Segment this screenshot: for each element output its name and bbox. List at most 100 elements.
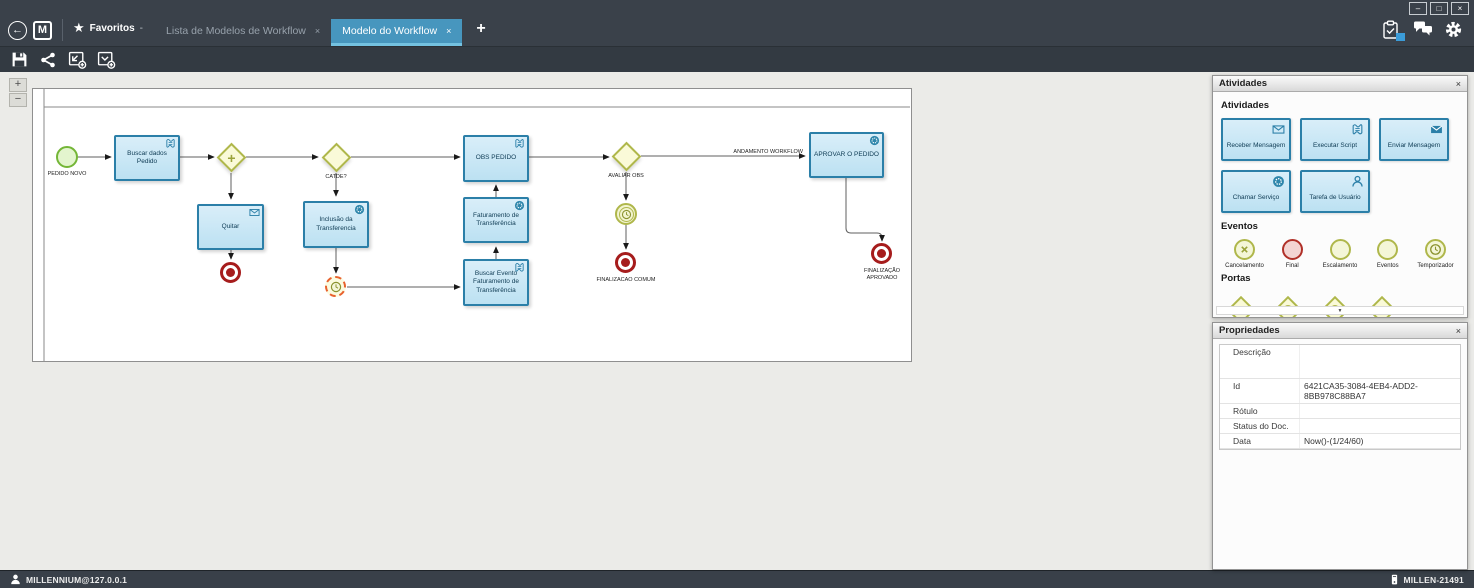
notification-badge [1396,33,1405,41]
palette-panel: Atividades × Atividades Receber Mensagem… [1212,75,1468,318]
zoom-in-button[interactable]: + [9,78,27,92]
palette-item-escalamento[interactable]: Escalamento [1317,239,1364,269]
palette-item-label: Escalamento [1322,263,1358,269]
share-icon [41,52,55,67]
property-value-data[interactable]: Now()-(1/24/60) [1304,436,1364,446]
end-event-quitar[interactable] [220,262,241,283]
task-aprovar-pedido[interactable]: APROVAR O PEDIDO [809,132,884,178]
script-icon [515,262,524,272]
save-button[interactable] [9,50,29,70]
status-user: MILLENNIUM@127.0.0.1 [10,574,127,585]
diagram-edges [43,89,910,361]
palette-item-temporizador[interactable]: Temporizador [1412,239,1459,269]
events-row: Cancelamento Final Escalamento Eventos [1221,239,1459,269]
palette-item-executar-script[interactable]: Executar Script [1300,118,1370,161]
task-label: Buscar Evento Faturamento de Transferênc… [473,269,519,294]
zoom-out-button[interactable]: − [9,93,27,107]
palette-item-label: Final [1285,263,1299,269]
palette-item-chamar-servico[interactable]: Chamar Serviço [1221,170,1291,213]
property-value-rotulo[interactable] [1300,404,1460,418]
tab-close-icon[interactable]: × [314,26,321,36]
end-core [226,268,235,277]
workflow-diagram[interactable]: PEDIDO NOVO Buscar dados Pedido + Quitar… [32,88,912,362]
task-label: Buscar dados Pedido [127,149,167,165]
share-button[interactable] [38,50,58,70]
event-icon [1377,239,1399,260]
minimize-button[interactable]: – [1409,2,1427,15]
chat-button[interactable] [1413,20,1433,40]
titlebar: – □ × ← M ★ Favoritos - Lista de Modelos… [0,0,1474,46]
favorites-label: Favoritos [89,22,135,34]
task-obs-pedido[interactable]: OBS PEDIDO [463,135,529,182]
timer-event-icon [1425,239,1446,260]
tasks-clipboard-button[interactable] [1382,20,1405,41]
section-eventos-title: Eventos [1221,221,1258,232]
header-actions [1382,20,1464,41]
end-event-comum[interactable] [615,252,636,273]
gateway-avaliar-label: AVALIAR OBS [608,173,644,179]
clipboard-icon [1383,20,1398,39]
zoom-fit-button[interactable] [96,50,116,70]
task-label: APROVAR O PEDIDO [814,150,879,158]
palette-item-cancelamento[interactable]: Cancelamento [1221,239,1268,269]
property-value-id[interactable]: 6421CA35-3084-4EB4-ADD2-8BB978C88BA7 [1304,381,1418,401]
favorites-menu[interactable]: ★ Favoritos - [73,20,143,36]
app-logo[interactable]: M [33,21,52,40]
tab-modelo-do-workflow[interactable]: Modelo do Workflow × [331,19,463,46]
message-icon [1272,125,1285,134]
properties-panel-header[interactable]: Propriedades × [1213,323,1467,339]
service-icon [869,135,880,146]
start-event[interactable] [56,146,78,168]
maximize-button[interactable]: □ [1430,2,1448,15]
close-button[interactable]: × [1451,2,1469,15]
task-label: Inclusão da Transferencia [316,216,356,232]
timer-boundary-event[interactable] [325,276,346,297]
section-portas-title: Portas [1221,273,1251,284]
service-icon [514,200,525,211]
palette-item-tarefa-usuario[interactable]: Tarefa de Usuário [1300,170,1370,213]
palette-item-eventos[interactable]: Eventos [1364,239,1411,269]
close-icon[interactable]: × [1455,78,1461,89]
canvas-area[interactable]: + − [0,72,1474,570]
palette-item-receber-mensagem[interactable]: Receber Mensagem [1221,118,1291,161]
palette-item-enviar-mensagem[interactable]: Enviar Mensagem [1379,118,1449,161]
palette-scroll-down[interactable]: ▼ [1216,306,1464,315]
cancel-event-icon [1234,239,1255,260]
window-controls: – □ × [1409,2,1469,15]
task-buscar-dados-pedido[interactable]: Buscar dados Pedido [114,135,180,181]
gateway-catde-label: CATDE? [325,174,347,180]
settings-button[interactable] [1444,20,1464,40]
palette-item-final[interactable]: Final [1269,239,1316,269]
property-row-data: Data Now()-(1/24/60) [1220,434,1460,449]
end-core [877,249,886,258]
properties-table: Descrição Id 6421CA35-3084-4EB4-ADD2-8BB… [1219,344,1461,450]
new-tab-button[interactable]: + [476,20,486,37]
tab-close-icon[interactable]: × [446,26,452,36]
intermediate-timer-event[interactable] [615,203,637,225]
back-button[interactable]: ← [8,21,27,40]
end-core [621,258,630,267]
palette-panel-header[interactable]: Atividades × [1213,76,1467,92]
task-faturamento-transferencia[interactable]: Faturamento de Transferência [463,197,529,243]
task-label: Faturamento de Transferência [473,211,519,227]
close-icon[interactable]: × [1455,325,1461,336]
task-buscar-evento-faturamento[interactable]: Buscar Evento Faturamento de Transferênc… [463,259,529,306]
task-quitar[interactable]: Quitar [197,204,264,250]
tab-lista-de-modelos[interactable]: Lista de Modelos de Workflow × [155,19,331,46]
palette-item-label: Eventos [1376,263,1399,269]
property-value-status[interactable] [1300,419,1460,433]
property-value-descricao[interactable] [1300,345,1460,378]
status-host: MILLEN-21491 [1391,574,1464,585]
status-user-label: MILLENNIUM@127.0.0.1 [26,574,128,585]
zoom-fit-icon [97,51,115,69]
zoom-selection-button[interactable] [67,50,87,70]
task-inclusao-transferencia[interactable]: Inclusão da Transferencia [303,201,369,248]
user-icon [11,574,20,585]
end-event-aprovado[interactable] [871,243,892,264]
gear-icon [1445,21,1462,38]
star-icon: ★ [73,20,85,35]
section-atividades-title: Atividades [1221,100,1270,111]
palette-item-label: Tarefa de Usuário [1309,194,1361,201]
status-bar: MILLENNIUM@127.0.0.1 MILLEN-21491 [0,570,1474,588]
script-icon [1352,124,1363,135]
